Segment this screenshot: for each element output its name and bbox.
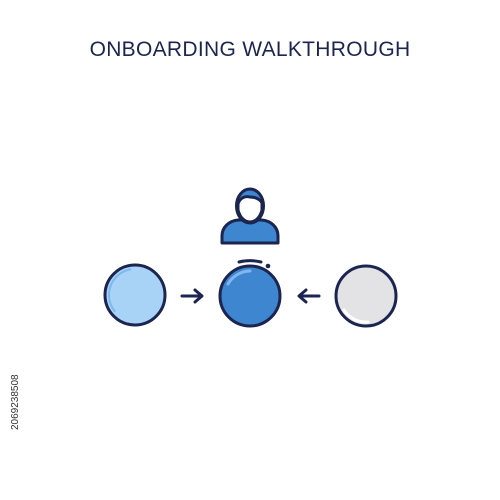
blue-circle-icon	[218, 259, 282, 328]
light-blue-circle-icon	[103, 263, 167, 327]
arrow-left-icon	[297, 288, 321, 304]
stock-id-text: 2069238508	[10, 374, 21, 430]
page-title: ONBOARDING WALKTHROUGH	[89, 38, 411, 61]
user-icon	[220, 187, 280, 245]
gray-circle-icon	[334, 264, 398, 328]
arrow-right-icon	[180, 288, 204, 304]
